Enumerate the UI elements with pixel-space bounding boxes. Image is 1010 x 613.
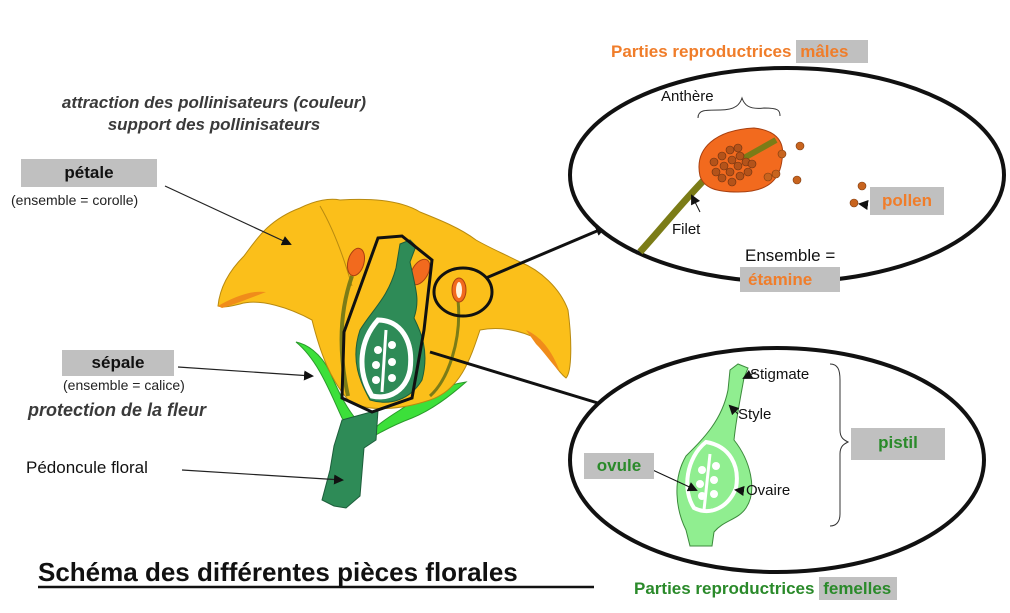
anther-pollen-sac <box>456 282 462 298</box>
pollen-grains-outside <box>763 141 867 208</box>
sepal-role-text: protection de la fleur <box>28 400 207 420</box>
petal-sub-label: (ensemble = corolle) <box>11 192 139 208</box>
peduncle <box>321 409 379 509</box>
pollen-pointer <box>858 200 869 210</box>
pistil-label: pistil <box>851 428 945 460</box>
style-pointer <box>728 404 740 416</box>
ovule-label: ovule <box>584 453 654 479</box>
filet-pointer <box>691 194 701 213</box>
female-heading-prefix: Parties reproductrices <box>634 579 820 598</box>
male-zoom-arrow <box>485 226 606 280</box>
sepal-leader <box>177 366 314 381</box>
anther-brace <box>697 96 781 119</box>
stigmate-pointer <box>742 369 757 379</box>
ovules <box>696 462 720 500</box>
connective <box>742 137 778 161</box>
pistil-highlight <box>340 234 434 414</box>
filet-label: Filet <box>672 221 701 238</box>
petal-label: pétale <box>21 159 157 187</box>
sepal-sub-label: (ensemble = calice) <box>63 377 185 393</box>
petal-leader <box>164 185 292 246</box>
petal-role-text: attraction des pollinisateurs (couleur) … <box>14 92 414 136</box>
female-panel-oval <box>568 346 986 574</box>
ovaire-pointer <box>734 486 745 496</box>
ovaire-label: Ovaire <box>746 482 791 499</box>
pistil-brace <box>829 363 850 527</box>
petal-role-line1: attraction des pollinisateurs (couleur) <box>61 93 367 112</box>
pollen-label: pollen <box>870 187 944 215</box>
petal-role-line2: support des pollinisateurs <box>107 115 321 134</box>
male-heading-highlight: mâles <box>796 40 869 63</box>
male-heading: Parties reproductrices mâles <box>611 40 869 63</box>
style-label: Style <box>738 406 772 423</box>
ovary-wall <box>685 439 739 514</box>
stamen-label: étamine <box>740 267 840 292</box>
stamen-highlight <box>432 266 494 318</box>
diagram-title: Schéma des différentes pièces florales <box>38 557 518 587</box>
pollen-grains-inside <box>709 143 757 187</box>
filament <box>637 177 707 255</box>
anther-left <box>346 247 366 277</box>
peduncle-leader <box>181 469 344 485</box>
peduncle-label: Pédoncule floral <box>26 458 148 477</box>
female-heading-highlight: femelles <box>819 577 898 600</box>
ensemble-label: Ensemble = <box>745 246 836 265</box>
pistil-main <box>355 239 426 403</box>
male-heading-prefix: Parties reproductrices <box>611 42 797 61</box>
ovule-stalk <box>702 453 712 511</box>
anther-label: Anthère <box>661 88 714 105</box>
stigmate-label: Stigmate <box>750 366 810 383</box>
female-heading: Parties reproductrices femelles <box>634 577 898 600</box>
sepal-label: sépale <box>62 350 174 376</box>
